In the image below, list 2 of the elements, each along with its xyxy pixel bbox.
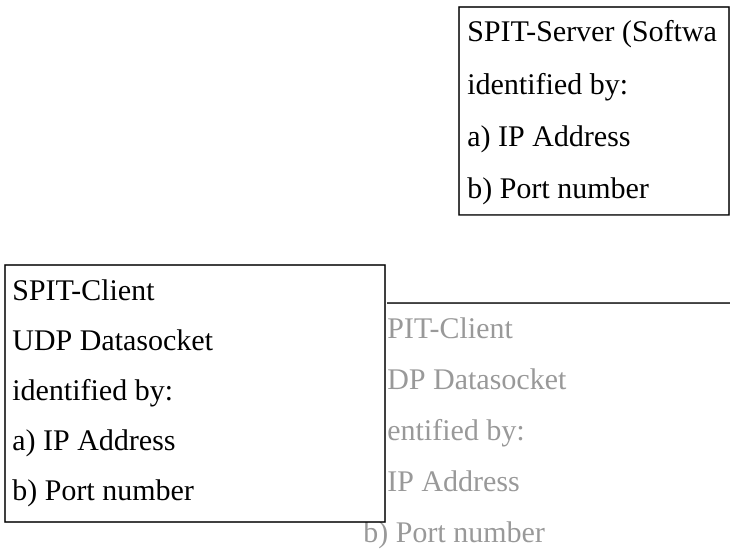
text-box: SPIT-Server (Softwa identified by: a) IP Address b) Port number xyxy=(458,6,730,216)
text-box: SPIT-Client UDP Datasocket identified by: a) IP Address b) Port number xyxy=(4,264,386,523)
